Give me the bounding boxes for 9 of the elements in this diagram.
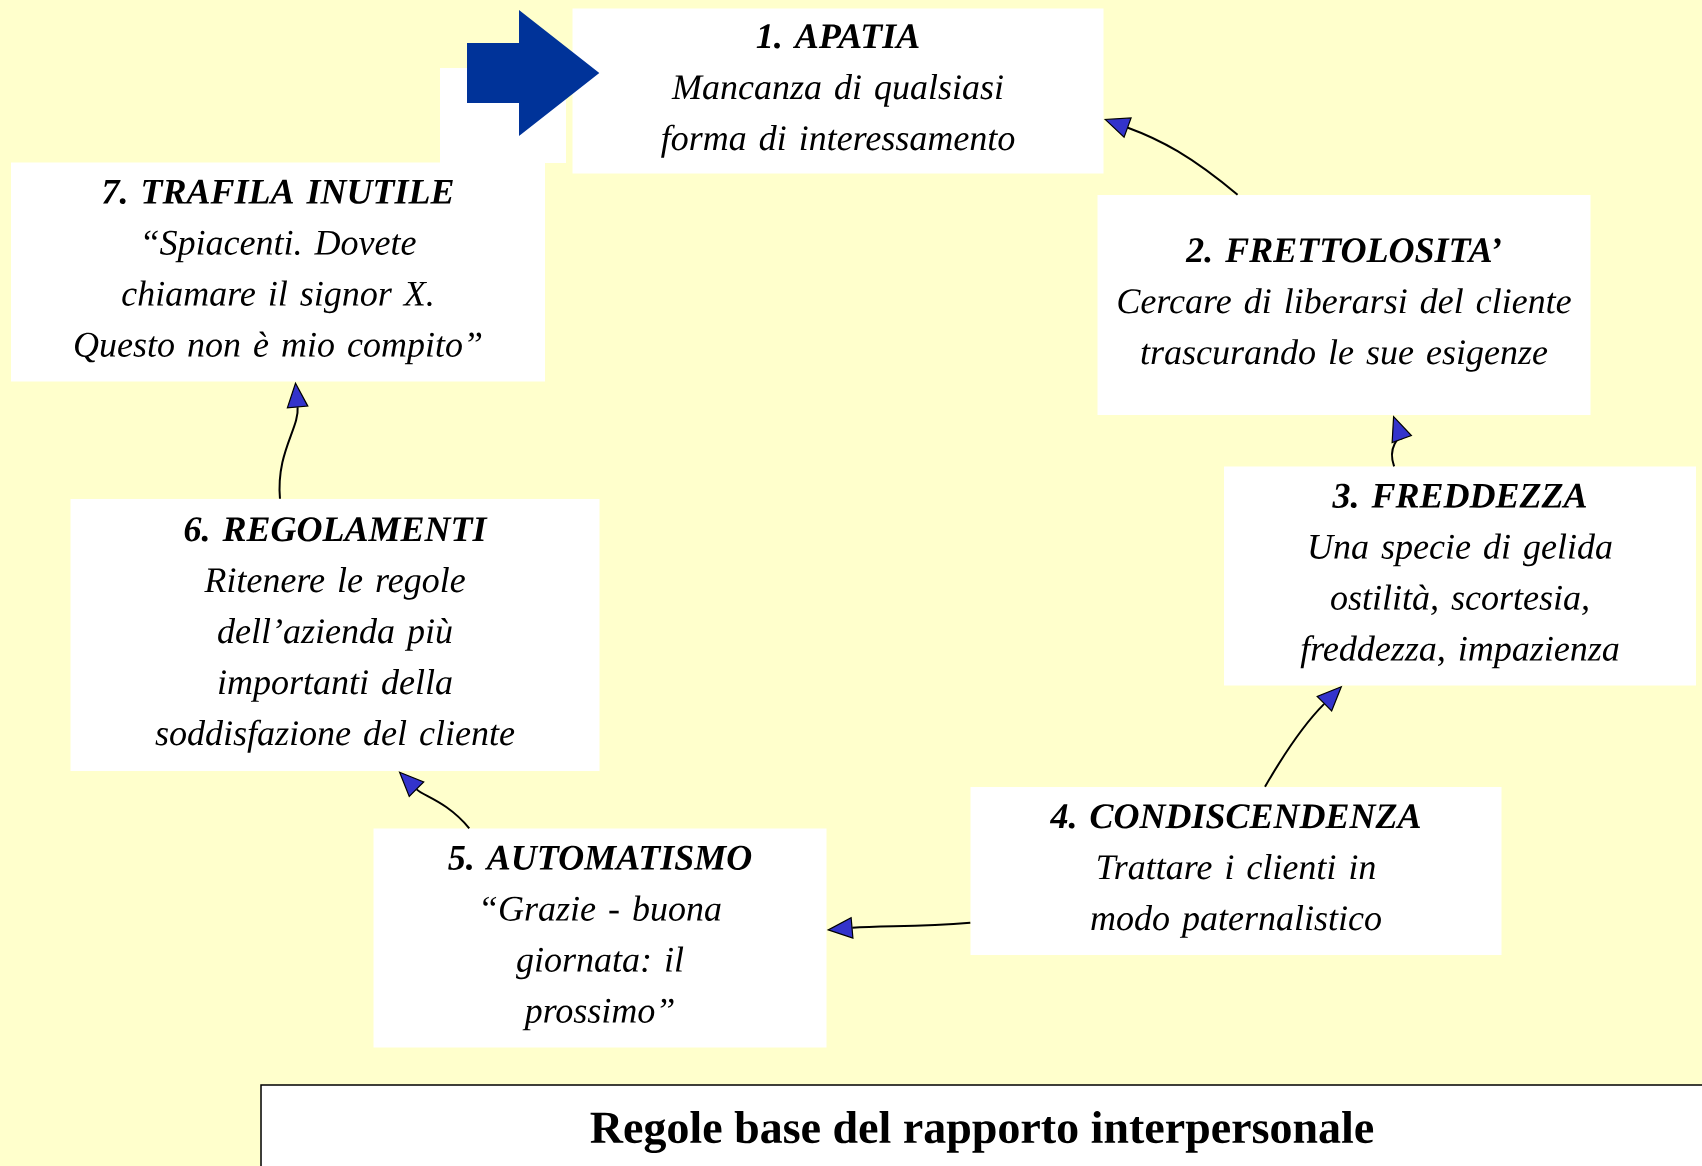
text-box: 1. APATIA Mancanza di qualsiasi forma di interessamento xyxy=(572,8,1104,174)
block-arrow xyxy=(467,10,600,136)
text-box: 5. AUTOMATISMO “Grazie - buona giornata: il prossimo” xyxy=(373,828,827,1048)
text-box: 4. CONDISCENDENZA Trattare i clienti in modo paternalistico xyxy=(970,787,1502,955)
text-box: 6. REGOLAMENTI Ritenere le regole dell’azienda più importanti della soddisfazione del cliente xyxy=(70,499,600,771)
title-box: Regole base del rapporto interpersonale xyxy=(260,1084,1702,1166)
text-box: 3. FREDDEZZA Una specie di gelida ostilità, scortesia, freddezza, impazienza xyxy=(1224,466,1696,686)
text-box: 2. FRETTOLOSITA’ Cercare di liberarsi del cliente trascurando le sue esigenze xyxy=(1097,195,1591,415)
text-box: 7. TRAFILA INUTILE “Spiacenti. Dovete chiamare il signor X. Questo non è mio compito” xyxy=(11,162,545,382)
